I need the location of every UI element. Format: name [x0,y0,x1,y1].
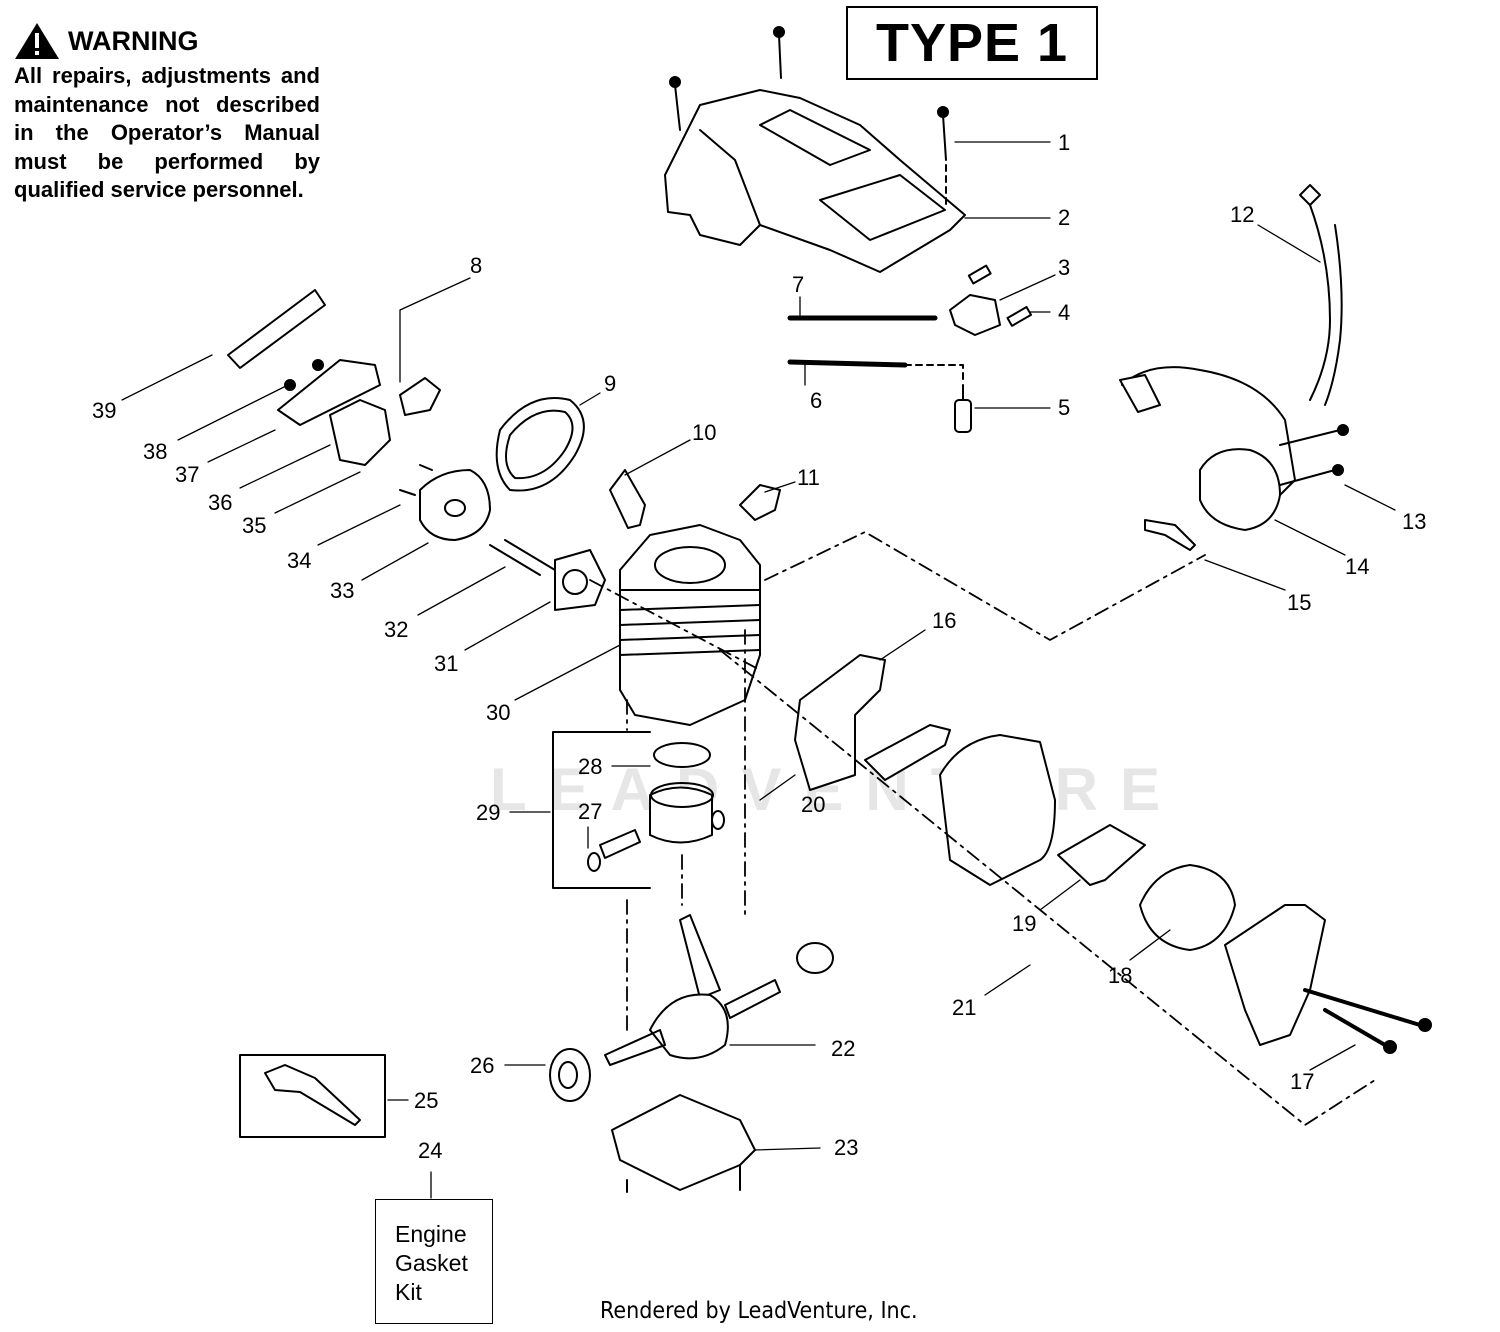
callout-32: 32 [384,617,408,642]
callout-17: 17 [1290,1069,1314,1094]
callout-2: 2 [1058,205,1070,230]
leader-lines [121,141,1396,1199]
callout-35: 35 [242,513,266,538]
dash-lines [589,531,1376,1126]
engine-gasket-kit-box: Engine Gasket Kit [375,1199,493,1324]
callout-31: 31 [434,651,458,676]
callout-13: 13 [1402,509,1426,534]
callout-23: 23 [834,1135,858,1160]
callout-30: 30 [486,700,510,725]
ignition-module [1119,184,1349,551]
callout-22: 22 [831,1036,855,1061]
callout-36: 36 [208,490,232,515]
callout-10: 10 [692,420,716,445]
gasket-bolts [489,539,606,611]
carb-parts [227,289,491,541]
callout-27: 27 [578,799,602,824]
callout-4: 4 [1058,300,1070,325]
callout-29: 29 [476,800,500,825]
callout-25: 25 [414,1088,438,1113]
callout-16: 16 [932,608,956,633]
callout-15: 15 [1287,590,1311,615]
callout-33: 33 [330,578,354,603]
callout-24: 24 [418,1138,442,1163]
callout-14: 14 [1345,554,1369,579]
piston-assembly [552,731,725,889]
kit-line-3: Kit [395,1279,422,1305]
callout-5: 5 [1058,395,1070,420]
crankshaft [549,914,834,1193]
callout-18: 18 [1108,963,1132,988]
callout-7: 7 [792,272,804,297]
footer-credit: Rendered by LeadVenture, Inc. [600,1298,918,1324]
callout-34: 34 [287,548,311,573]
type-label: TYPE 1 [846,6,1098,80]
callout-3: 3 [1058,255,1070,280]
warning-text: All repairs, adjustments and maintenance… [14,63,320,202]
callout-26: 26 [470,1053,494,1078]
callout-9: 9 [604,371,616,396]
callout-19: 19 [1012,911,1036,936]
callout-38: 38 [143,439,167,464]
scrench-tool [239,1054,386,1138]
callout-6: 6 [810,388,822,413]
small-parts-upper [787,264,1033,433]
warning-heading: WARNING [68,26,199,56]
kit-line-1: Engine [395,1221,467,1247]
callout-37: 37 [175,462,199,487]
callout-1: 1 [1058,130,1070,155]
warning-heading-row: WARNING [14,22,320,60]
callout-20: 20 [801,792,825,817]
top-cover [664,89,966,273]
callout-39: 39 [92,398,116,423]
air-filter-ring [495,397,585,492]
warning-triangle-icon [15,23,59,59]
callout-21: 21 [952,995,976,1020]
kit-line-2: Gasket [395,1250,468,1276]
callout-8: 8 [470,253,482,278]
cylinder [609,469,781,726]
callout-labels: 1 2 3 4 5 6 7 8 9 10 11 12 13 14 15 16 1… [92,130,1426,1163]
warning-block: WARNING All repairs, adjustments and mai… [14,22,320,205]
callout-11: 11 [797,465,820,490]
cover-screws [669,26,949,206]
callout-12: 12 [1230,202,1254,227]
muffler-parts [794,654,1432,1054]
callout-28: 28 [578,754,602,779]
